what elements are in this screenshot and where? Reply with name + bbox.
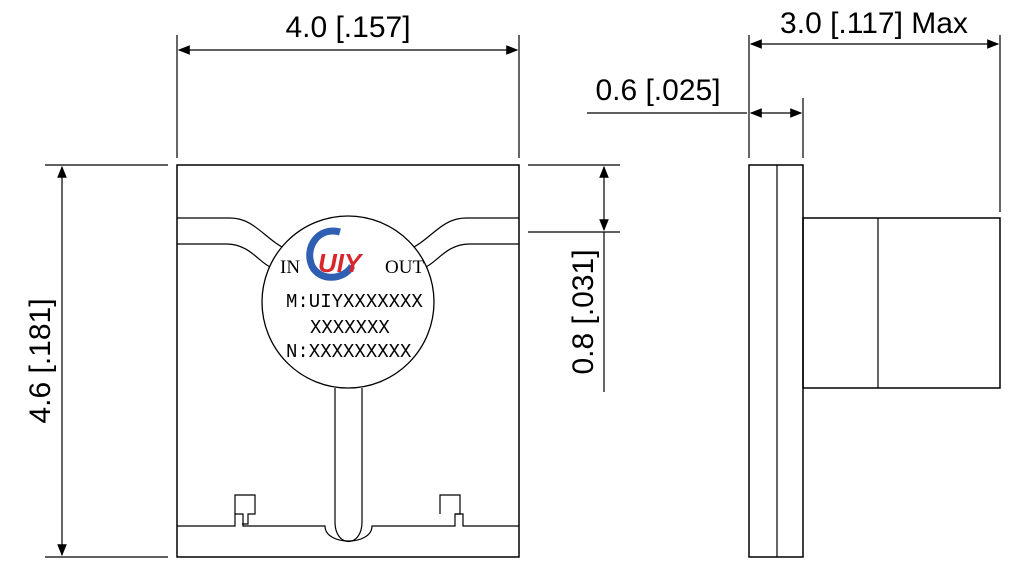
model-label-cont: XXXXXXX	[310, 317, 390, 339]
dim-thickness: 0.6 [.025]	[595, 74, 720, 107]
port-in-label: IN	[280, 257, 300, 278]
logo-text: UIY	[318, 248, 364, 278]
side-view: 3.0 [.117] Max 0.6 [.025]	[587, 7, 1001, 558]
side-substrate	[748, 164, 804, 558]
dim-height: 4.6 [.181]	[24, 298, 57, 423]
dim-offset: 0.8 [.031]	[567, 249, 600, 374]
model-label: M:UIYXXXXXXX	[286, 291, 423, 313]
ground-strip	[177, 513, 519, 542]
front-body-outline	[176, 164, 520, 558]
label-disk	[261, 215, 435, 389]
stripline-stem	[334, 388, 363, 542]
port-out-label: OUT	[385, 257, 424, 278]
uiy-logo: UIY	[306, 227, 364, 281]
dim-max-depth: 3.0 [.117] Max	[780, 7, 968, 40]
front-view: UIY IN OUT M:UIYXXXXXXX XXXXXXX N:XXXXXX…	[24, 11, 620, 558]
stripline-upper	[177, 217, 289, 251]
serial-label: N:XXXXXXXXX	[286, 341, 412, 363]
dim-width: 4.0 [.157]	[285, 11, 410, 44]
side-magnet	[802, 217, 1001, 389]
